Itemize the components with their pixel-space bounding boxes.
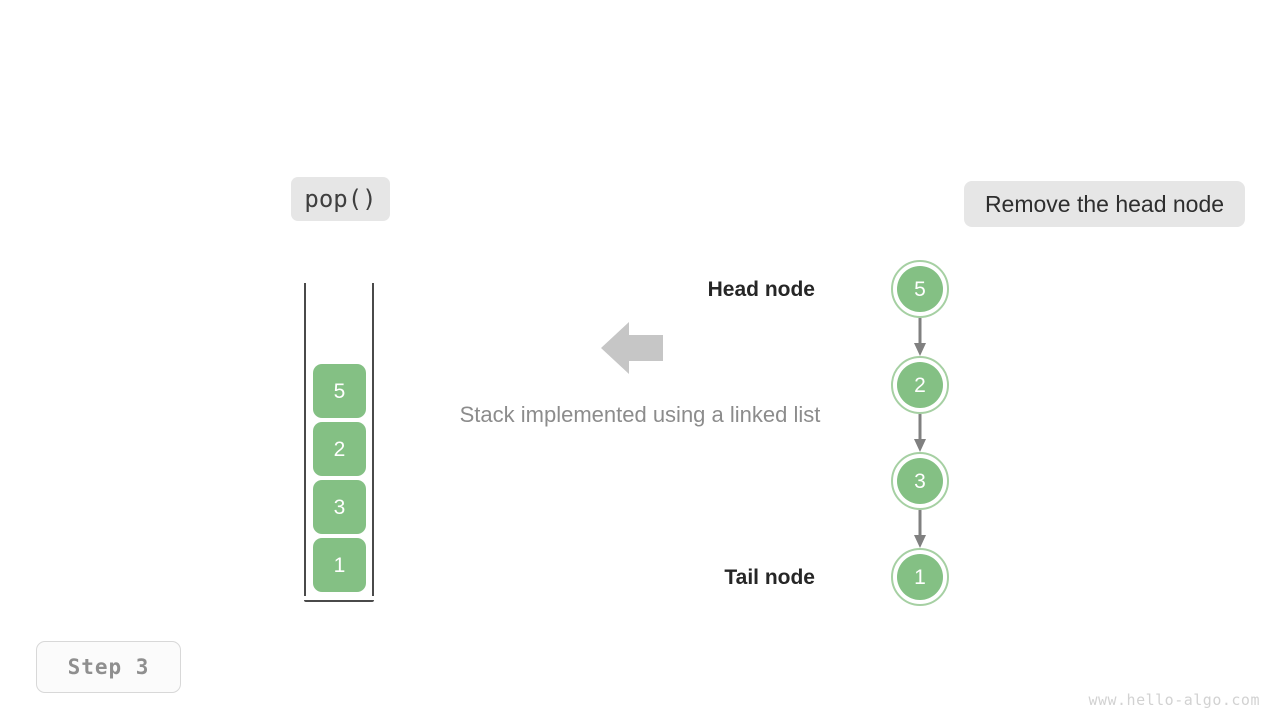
stack-cell-value: 5	[333, 379, 346, 403]
stack-cell: 2	[313, 422, 366, 476]
linked-list-node-value: 5	[897, 266, 943, 312]
stack-floor	[304, 600, 374, 602]
linked-list-connector-arrow-icon	[914, 414, 926, 454]
linked-list-node: 5	[891, 260, 949, 318]
stack-wall-left	[304, 283, 306, 596]
linked-list-node: 2	[891, 356, 949, 414]
linked-list-connector-arrow-icon	[914, 318, 926, 358]
stack-cell-value: 2	[333, 437, 346, 461]
transfer-arrow-left-icon	[601, 320, 663, 376]
linked-list-node-value: 3	[897, 458, 943, 504]
operation-label: pop()	[304, 185, 377, 213]
linked-list-node-value: 2	[897, 362, 943, 408]
stack-cell-value: 3	[333, 495, 346, 519]
linked-list-node: 1	[891, 548, 949, 606]
description-label: Remove the head node	[984, 190, 1225, 217]
head-node-label: Head node	[707, 278, 815, 301]
caption-text: Stack implemented using a linked list	[459, 402, 821, 427]
stack-cell: 3	[313, 480, 366, 534]
description-chip: Remove the head node	[964, 181, 1245, 227]
stack-cell-value: 1	[333, 553, 346, 577]
stack-wall-right	[372, 283, 374, 596]
step-label: Step 3	[67, 654, 150, 679]
stack-container	[304, 283, 374, 602]
linked-list-node: 3	[891, 452, 949, 510]
step-badge: Step 3	[36, 641, 181, 693]
watermark: www.hello-algo.com	[1088, 693, 1260, 708]
stack-cell: 1	[313, 538, 366, 592]
operation-chip: pop()	[291, 177, 390, 221]
watermark-text: www.hello-algo.com	[1088, 691, 1260, 709]
tail-node-label: Tail node	[724, 566, 815, 589]
caption: Stack implemented using a linked list	[0, 404, 1280, 426]
linked-list-connector-arrow-icon	[914, 510, 926, 550]
stack-cell: 5	[313, 364, 366, 418]
linked-list-node-value: 1	[897, 554, 943, 600]
